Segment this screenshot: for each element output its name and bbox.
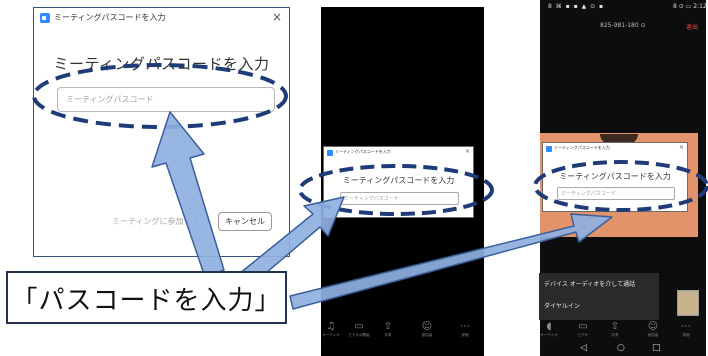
participant-video bbox=[600, 134, 638, 144]
passcode-input[interactable]: ミーティングパスコード bbox=[340, 192, 459, 205]
toolbar-participants[interactable]: ☺ 参加者 bbox=[414, 321, 440, 338]
passcode-placeholder: ミーティングパスコード bbox=[344, 196, 399, 202]
share-icon: ⇧ bbox=[383, 321, 393, 332]
leave-button[interactable]: 退出 bbox=[686, 24, 699, 31]
zoom-logo-icon bbox=[327, 150, 333, 156]
dialog-heading: ミーティングパスコードを入力 bbox=[53, 55, 270, 73]
join-meeting-button[interactable]: ミーティングに参加する bbox=[112, 217, 200, 226]
toolbar-share[interactable]: ⇧ 共有 bbox=[375, 321, 401, 338]
dialog-title: ミーティングパスコードを入力 bbox=[54, 13, 166, 22]
close-icon[interactable]: × bbox=[271, 10, 282, 24]
cancel-button[interactable]: キャンセル bbox=[218, 212, 272, 231]
toolbar-more[interactable]: ⋯ 詳細 bbox=[452, 321, 478, 338]
toolbar-video[interactable]: ▭ ビデオ bbox=[570, 321, 596, 338]
meeting-id: 825-981-180 ⊙ bbox=[600, 22, 646, 29]
status-bar-right: 8 ⊙ ▭ 2:12 bbox=[673, 3, 707, 10]
share-icon: ⇧ bbox=[610, 321, 620, 332]
audio-device-option[interactable]: デバイス オーディオを介して通話 bbox=[544, 281, 636, 288]
passcode-input[interactable]: ミーティングパスコード bbox=[557, 187, 675, 200]
dial-in-option[interactable]: ダイヤルイン bbox=[544, 303, 580, 310]
more-icon: ⋯ bbox=[681, 321, 691, 332]
audio-options-menu: デバイス オーディオを介して通話 ダイヤルイン bbox=[539, 273, 659, 320]
video-icon: ▭ bbox=[354, 321, 364, 332]
toolbar-participants[interactable]: ☺ 参加者 bbox=[640, 321, 666, 338]
toolbar-video[interactable]: ▭ ビデオの開始 bbox=[346, 321, 372, 338]
desktop-passcode-dialog: ミーティングパスコードを入力 × ミーティングパスコードを入力 ミーティングパス… bbox=[33, 7, 290, 257]
participants-icon: ☺ bbox=[421, 321, 433, 332]
zoom-logo-icon bbox=[546, 146, 552, 152]
toolbar-more[interactable]: ⋯ 詳細 bbox=[673, 321, 699, 338]
passcode-placeholder: ミーティングパスコード bbox=[66, 95, 154, 104]
close-icon[interactable]: × bbox=[464, 148, 470, 155]
zoom-logo-icon bbox=[40, 13, 50, 23]
status-bar-left: 8 ⌘ ▪ ▪ ▲ ⊙ ▪ bbox=[548, 3, 605, 10]
passcode-callout-label: 「パスコードを入力」 bbox=[6, 271, 287, 324]
close-icon[interactable]: × bbox=[678, 144, 684, 151]
toolbar-share[interactable]: ⇧ 共有 bbox=[602, 321, 628, 338]
passcode-placeholder: ミーティングパスコード bbox=[561, 191, 616, 197]
mobile-passcode-dialog: ミーティングパスコードを入力 × ミーティングパスコードを入力 ミーティングパス… bbox=[323, 146, 474, 218]
more-icon: ⋯ bbox=[460, 321, 470, 332]
nav-home-icon[interactable]: ○ bbox=[617, 343, 625, 353]
dialog-heading: ミーティングパスコードを入力 bbox=[342, 176, 455, 185]
toolbar-audio[interactable]: ♫ オーディオ bbox=[318, 321, 344, 338]
video-icon: ▭ bbox=[578, 321, 588, 332]
dialog-heading: ミーティングパスコードを入力 bbox=[559, 172, 671, 181]
headphone-icon: ♫ bbox=[326, 321, 336, 332]
callout-text: 「パスコードを入力」 bbox=[11, 286, 282, 316]
nav-recent-icon[interactable]: □ bbox=[652, 343, 661, 353]
mic-icon: ◖ bbox=[546, 321, 552, 332]
nav-back-icon[interactable]: ◁ bbox=[580, 343, 587, 353]
dialog-title: ミーティングパスコードを入力 bbox=[335, 149, 391, 154]
passcode-input[interactable]: ミーティングパスコード bbox=[57, 87, 275, 112]
toolbar-audio[interactable]: ◖ オーディオ bbox=[536, 321, 562, 338]
dialog-title: ミーティングパスコードを入力 bbox=[554, 145, 610, 150]
self-view-thumbnail bbox=[677, 290, 699, 316]
dialog-titlebar: ミーティングパスコードを入力 × bbox=[34, 8, 289, 28]
mobile-passcode-dialog: ミーティングパスコードを入力 × ミーティングパスコードを入力 ミーティングパス… bbox=[542, 142, 688, 212]
participants-icon: ☺ bbox=[647, 321, 659, 332]
